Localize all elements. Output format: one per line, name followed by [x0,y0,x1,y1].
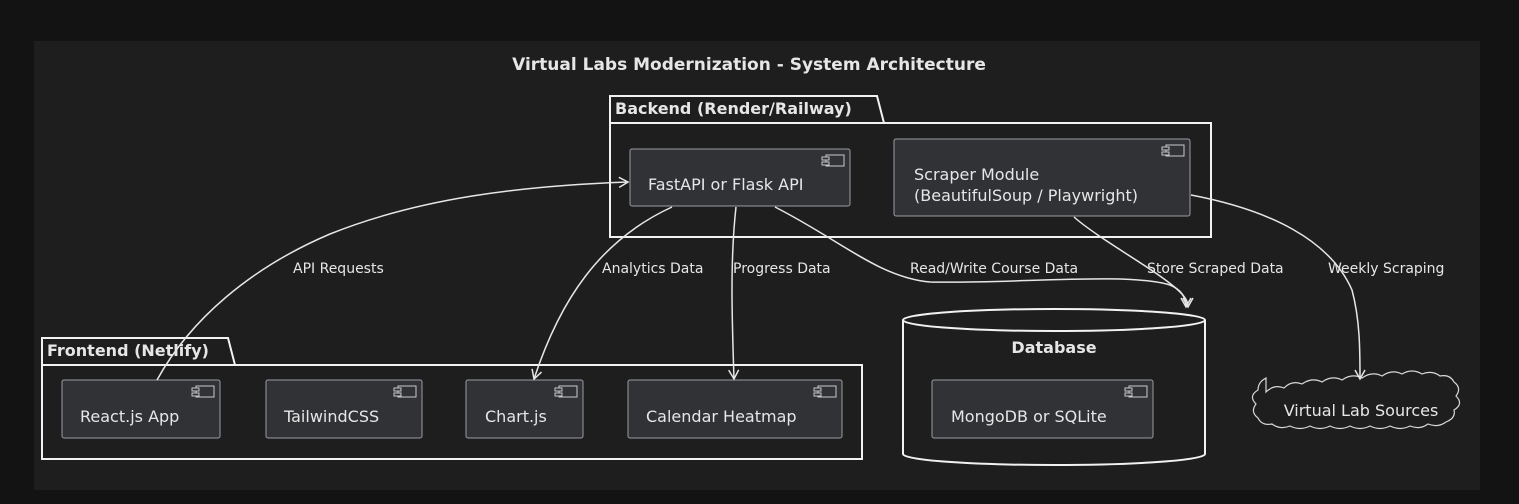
component-icon [393,385,417,398]
edge-progress-data [728,206,740,381]
tailwind-component[interactable]: TailwindCSS [265,379,423,439]
component-icon [1161,144,1185,157]
edge-label-progress-data: Progress Data [733,261,831,277]
scraper-component-label-line2: (BeautifulSoup / Playwright) [914,186,1138,205]
mongodb-component[interactable]: MongoDB or SQLite [931,379,1154,439]
virtual-lab-sources-cloud[interactable]: Virtual Lab Sources [1251,370,1461,430]
chartjs-component-label: Chart.js [485,407,547,426]
tailwind-component-label: TailwindCSS [283,407,379,426]
api-component-label: FastAPI or Flask API [648,175,803,194]
edges [156,176,1366,381]
edge-analytics-data [531,206,673,381]
mongodb-component-label: MongoDB or SQLite [951,407,1107,426]
frontend-package-label: Frontend (Netlify) [47,341,209,360]
component-icon [191,385,215,398]
frontend-package: Frontend (Netlify) [41,337,863,460]
react-component[interactable]: React.js App [61,379,221,439]
component-icon [1124,385,1148,398]
edge-label-weekly-scraping: Weekly Scraping [1328,261,1444,277]
edge-store-scraped [1073,216,1194,309]
heatmap-component[interactable]: Calendar Heatmap [627,379,843,439]
scraper-component[interactable]: Scraper Module (BeautifulSoup / Playwrig… [893,138,1191,217]
virtual-lab-sources-label: Virtual Lab Sources [1284,401,1439,420]
edge-label-store-scraped: Store Scraped Data [1147,261,1284,277]
react-component-label: React.js App [80,407,179,426]
component-icon [813,385,837,398]
chartjs-component[interactable]: Chart.js [465,379,584,439]
api-component[interactable]: FastAPI or Flask API [629,148,851,207]
scraper-component-label-line1: Scraper Module [914,165,1039,184]
component-icon [554,385,578,398]
edge-label-read-write: Read/Write Course Data [910,261,1078,277]
backend-package-label: Backend (Render/Railway) [615,99,852,118]
backend-package: Backend (Render/Railway) [609,95,1212,238]
diagram-title: Virtual Labs Modernization - System Arch… [512,55,986,75]
edge-label-analytics-data: Analytics Data [602,261,703,277]
database-label: Database [1011,338,1096,357]
component-icon [821,154,845,167]
edge-api-requests [156,176,630,381]
edge-label-api-requests: API Requests [293,261,384,277]
edge-weekly-scraping [1190,194,1366,381]
heatmap-component-label: Calendar Heatmap [646,407,797,426]
